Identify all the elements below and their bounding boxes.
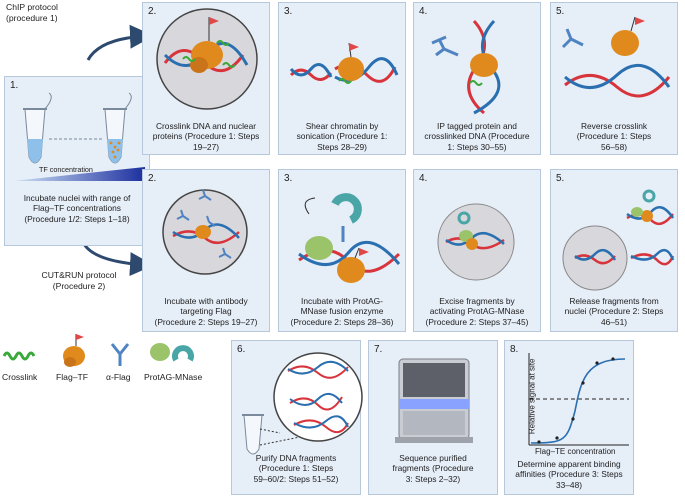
step8-caption: Determine apparent binding affinities (P… (515, 459, 623, 490)
antibody-nucleus-illustration (162, 189, 248, 275)
step7-panel: 7. Sequence purified fragments (Procedur… (368, 340, 498, 495)
protag-mnase-icon (150, 343, 194, 362)
alpha-flag-icon (110, 343, 130, 366)
step7-caption: Sequence purified fragments (Procedure 3… (392, 453, 474, 484)
step6-panel: 6. Purify DNA fragments (Procedure 1: St… (231, 340, 363, 495)
sequencer-illustration (395, 358, 473, 443)
cutrun-step4-caption: Excise fragments by activating ProtAG-MN… (425, 296, 529, 327)
plot-xlabel: Flag–TE concentration (535, 447, 616, 456)
step-number: 4. (419, 173, 428, 184)
legend-alpha-flag: α-Flag (106, 372, 131, 382)
cutrun-step2-caption: Incubate with antibody targeting Flag (P… (154, 296, 258, 327)
arrow-to-chip (86, 24, 154, 61)
purify-dna-illustration (242, 352, 363, 455)
chip-step2-panel: 2. Crosslink DNA and nuclear proteins (P… (142, 2, 270, 155)
crosslink-icon (2, 351, 36, 361)
tf-gradient-label: TF concentration (39, 165, 93, 174)
binding-curve-plot (528, 353, 629, 446)
step-number: 5. (556, 6, 565, 17)
step-number: 2. (148, 173, 157, 184)
step-number: 2. (148, 6, 157, 17)
step-number: 4. (419, 6, 428, 17)
step-number: 5. (556, 173, 565, 184)
cutrun-step5-panel: 5. Release fragments from nuclei (Proced… (550, 169, 678, 332)
step1-caption: Incubate nuclei with range of Flag–TF co… (23, 193, 131, 224)
chip-step5-caption: Reverse crosslink (Procedure 1: Steps 56… (576, 121, 652, 152)
protag-mnase-illustration (298, 193, 401, 283)
flag-tf-icon (63, 334, 85, 367)
cutrun-step3-panel: 3. Incubate with ProtAG- MNase fusion en… (278, 169, 406, 332)
legend-crosslink: Crosslink (2, 372, 38, 382)
chip-protocol-label: ChIP protocol (procedure 1) (6, 2, 58, 23)
tubes-illustration (13, 92, 145, 181)
excise-fragments-illustration (437, 203, 515, 281)
release-fragments-illustration (562, 189, 675, 291)
chip-step5-panel: 5. Reverse crosslink (Procedure 1: Steps… (550, 2, 678, 155)
cutrun-protocol-label: CUT&RUN protocol (Procedure 2) (41, 270, 117, 291)
step-number: 3. (284, 173, 293, 184)
reverse-crosslink-illustration (561, 16, 671, 98)
chip-step3-caption: Shear chromatin by sonication (Procedure… (296, 121, 388, 152)
chip-step4-panel: 4. IP tagged protein and crosslinked DNA… (413, 2, 541, 155)
cutrun-step4-panel: 4. Excise fragments by activating ProtAG… (413, 169, 541, 332)
chip-step4-caption: IP tagged protein and crosslinked DNA (P… (424, 121, 530, 152)
cutrun-step5-caption: Release fragments from nuclei (Procedure… (564, 296, 664, 327)
step-number: 7. (374, 344, 383, 355)
crosslink-nucleus-illustration (156, 8, 258, 110)
step-number: 8. (510, 344, 519, 355)
step-number: 6. (237, 344, 246, 355)
cutrun-step2-panel: 2. Incubate with antibody targeting Flag… (142, 169, 270, 332)
legend-flag-tf: Flag–TF (56, 372, 88, 382)
step-number: 3. (284, 6, 293, 17)
legend-protag-mnase: ProtAG-MNase (144, 372, 203, 382)
immunoprecipitation-illustration (431, 19, 501, 115)
step8-panel: 8. Relative signal at site Flag–TE conce… (504, 340, 634, 495)
chip-step3-panel: 3. Shear chromatin by sonication (Proced… (278, 2, 406, 155)
sheared-chromatin-illustration (289, 42, 399, 84)
step1-panel: 1. TF concentration Incubate nuclei with… (4, 76, 150, 246)
chip-step2-caption: Crosslink DNA and nuclear proteins (Proc… (152, 121, 260, 152)
step6-caption: Purify DNA fragments (Procedure 1: Steps… (253, 453, 339, 484)
step-number: 1. (10, 80, 19, 91)
cutrun-step3-caption: Incubate with ProtAG- MNase fusion enzym… (290, 296, 394, 327)
